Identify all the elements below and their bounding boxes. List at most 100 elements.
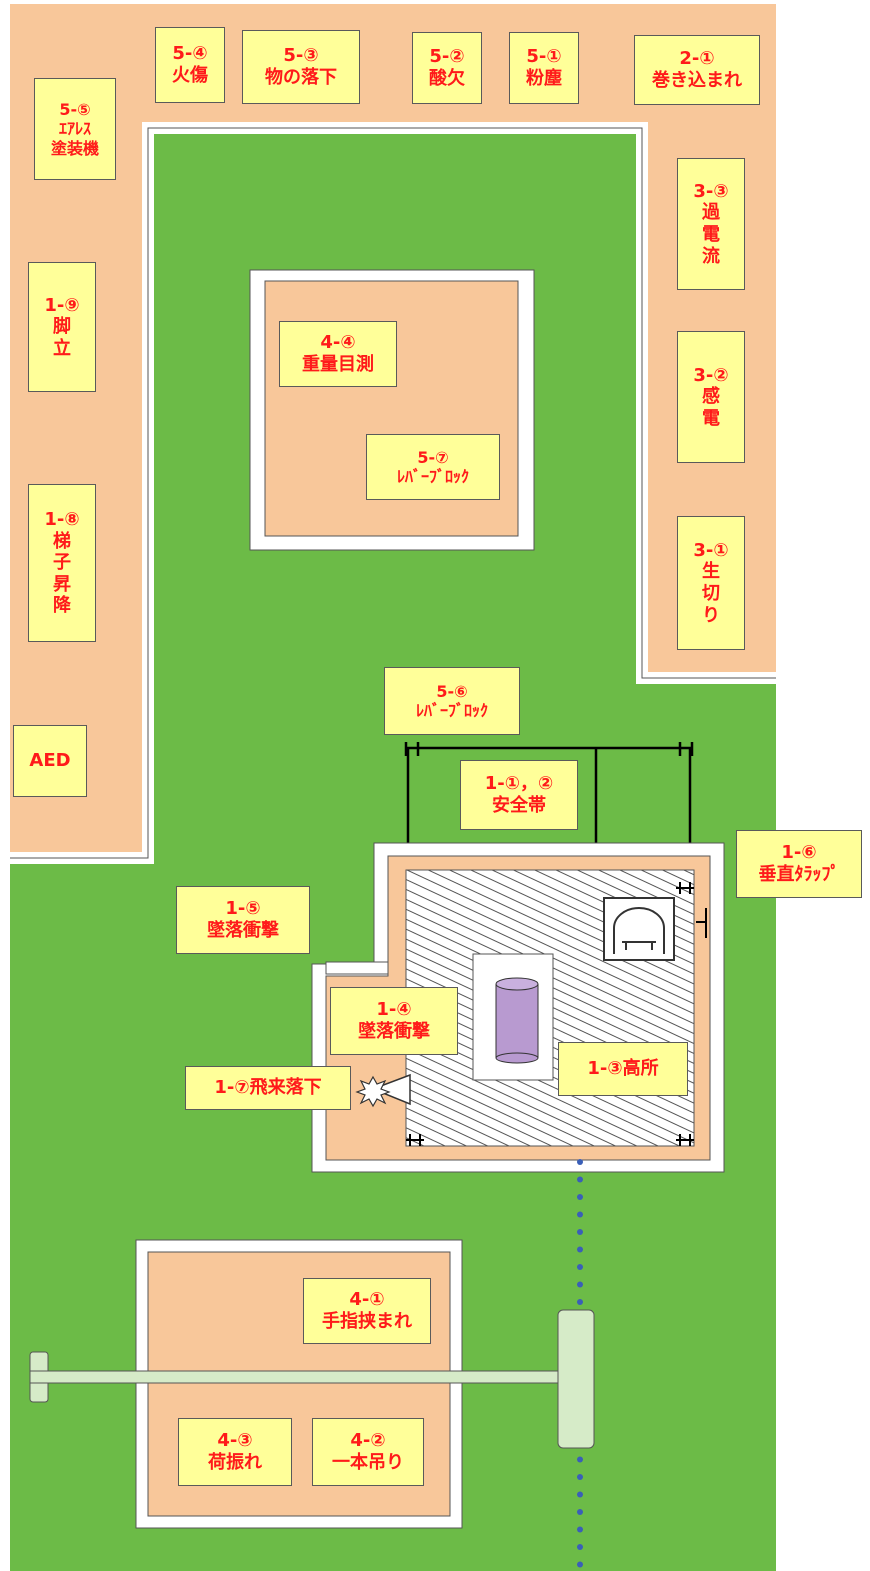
label-1-6-text: 垂直ﾀﾗｯﾌﾟ: [758, 864, 840, 885]
label-1-4-fall-impact: 1-④ 墜落衝撃: [330, 987, 458, 1055]
label-3-3-char-3: 流: [702, 245, 720, 267]
manhole: [603, 897, 675, 961]
label-3-2-char-1: 感: [702, 386, 720, 408]
label-1-6-vertical-lifeline: 1-⑥ 垂直ﾀﾗｯﾌﾟ: [736, 830, 862, 898]
rail-dot: [577, 1526, 583, 1533]
label-5-5-airless-sprayer: 5-⑤ ｴｱﾚｽ 塗装機: [34, 78, 116, 180]
label-5-7-code: 5-⑦: [417, 447, 449, 467]
rail-dot: [577, 1211, 583, 1218]
label-1-1-2-code: 1-①，②: [484, 773, 554, 795]
label-5-5-text-1: ｴｱﾚｽ: [58, 119, 91, 139]
label-1-8-code: 1-⑧: [44, 509, 80, 531]
rail-dot: [577, 1474, 583, 1480]
label-1-6-code: 1-⑥: [781, 842, 817, 864]
rail-dot: [577, 1159, 583, 1165]
label-3-1-char-2: 切: [702, 583, 720, 604]
crane-rail: [577, 1159, 583, 1568]
label-1-3-text: 1-③高所: [587, 1058, 659, 1080]
label-5-5-code: 5-⑤: [59, 100, 91, 120]
label-5-6-code: 5-⑥: [436, 681, 468, 701]
label-3-2-char-2: 電: [702, 407, 720, 429]
label-5-1-text: 粉塵: [526, 68, 562, 89]
label-3-1-code: 3-①: [693, 539, 729, 561]
rail-dot: [577, 1456, 583, 1463]
label-1-9-code: 1-⑨: [44, 294, 80, 316]
label-4-1-code: 4-①: [349, 1289, 385, 1311]
label-1-9-char-1: 脚: [53, 316, 71, 338]
label-5-1-dust: 5-① 粉塵: [509, 32, 579, 104]
label-3-1-char-3: り: [702, 604, 720, 626]
label-4-2-text: 一本吊り: [332, 1452, 404, 1473]
rail-dot: [577, 1194, 583, 1200]
label-5-3-falling-objects: 5-③ 物の落下: [242, 30, 360, 104]
label-5-7-text: ﾚﾊﾞｰﾌﾞﾛｯｸ: [396, 467, 469, 486]
rail-dot: [577, 1229, 583, 1235]
falling-object-icon: [355, 1073, 411, 1108]
label-2-1-entanglement: 2-① 巻き込まれ: [634, 35, 760, 105]
label-3-3-char-1: 過: [702, 202, 720, 224]
label-1-1-2-text: 安全帯: [492, 795, 546, 816]
label-4-2-single-point-lift: 4-② 一本吊り: [312, 1418, 424, 1486]
label-5-3-code: 5-③: [283, 45, 319, 67]
edge-gap: [0, 798, 10, 1040]
label-1-8-ladder-climbing: 1-⑧ 梯 子 昇 降: [28, 484, 96, 642]
label-4-3-text: 荷振れ: [208, 1452, 262, 1473]
rail-dot: [577, 1561, 583, 1568]
label-1-7-text: 1-⑦飛来落下: [214, 1077, 322, 1099]
label-4-4-weight-estimation: 4-④ 重量目測: [279, 321, 397, 387]
label-5-6-lever-block: 5-⑥ ﾚﾊﾞｰﾌﾞﾛｯｸ: [384, 667, 520, 735]
label-5-5-text-2: 塗装機: [50, 138, 99, 158]
label-1-4-text: 墜落衝撃: [358, 1021, 430, 1042]
label-1-1-2-safety-harness: 1-①，② 安全帯: [460, 760, 578, 830]
label-3-2-code: 3-②: [693, 364, 729, 386]
rail-dot: [577, 1246, 583, 1253]
label-4-3-load-swing: 4-③ 荷振れ: [178, 1418, 292, 1486]
label-1-5-text: 墜落衝撃: [207, 920, 279, 941]
label-1-5-fall-impact: 1-⑤ 墜落衝撃: [176, 886, 310, 954]
label-1-3-high-place: 1-③高所: [558, 1042, 688, 1096]
overhead-crane: [29, 1309, 595, 1449]
label-4-3-code: 4-③: [217, 1430, 253, 1452]
label-3-1-char-1: 生: [702, 561, 720, 583]
rail-dot: [577, 1509, 583, 1515]
purple-tank: [495, 977, 539, 1064]
label-3-2-electric-shock: 3-② 感 電: [677, 331, 745, 463]
label-3-1-live-wire: 3-① 生 切 り: [677, 516, 745, 650]
rail-dot: [577, 1491, 583, 1498]
label-4-1-text: 手指挟まれ: [322, 1311, 412, 1332]
label-4-4-code: 4-④: [320, 332, 356, 354]
rail-dot: [577, 1264, 583, 1270]
label-2-1-code: 2-①: [679, 48, 715, 70]
label-5-1-code: 5-①: [526, 46, 562, 68]
label-5-2-text: 酸欠: [429, 68, 465, 89]
vertical-lifeline-anchor: [696, 908, 707, 938]
label-3-3-overcurrent: 3-③ 過 電 流: [677, 158, 745, 290]
label-5-4-code: 5-④: [172, 43, 208, 65]
label-2-1-text: 巻き込まれ: [652, 70, 742, 91]
label-5-2-oxygen-deficiency: 5-② 酸欠: [412, 32, 482, 104]
label-4-2-code: 4-②: [350, 1430, 386, 1452]
label-5-4-text: 火傷: [172, 65, 208, 86]
rail-dot: [577, 1176, 583, 1183]
label-1-9-char-2: 立: [53, 337, 71, 359]
label-5-2-code: 5-②: [429, 46, 465, 68]
label-3-3-code: 3-③: [693, 180, 729, 202]
label-1-5-code: 1-⑤: [225, 898, 261, 920]
label-1-8-char-2: 子: [53, 552, 71, 574]
label-5-6-text: ﾚﾊﾞｰﾌﾞﾛｯｸ: [415, 701, 488, 720]
label-4-4-text: 重量目測: [302, 354, 374, 375]
label-aed: AED: [13, 725, 87, 797]
rail-dot: [577, 1299, 583, 1305]
label-1-4-code: 1-④: [376, 999, 412, 1021]
label-aed-text: AED: [29, 750, 71, 772]
label-5-4-burns: 5-④ 火傷: [155, 27, 225, 103]
label-4-1-finger-pinching: 4-① 手指挟まれ: [303, 1278, 431, 1344]
label-5-7-lever-block: 5-⑦ ﾚﾊﾞｰﾌﾞﾛｯｸ: [366, 434, 500, 500]
label-1-8-char-4: 降: [53, 595, 71, 617]
label-3-3-char-2: 電: [702, 224, 720, 245]
rail-dot: [577, 1281, 583, 1288]
rail-dot: [577, 1544, 583, 1550]
label-1-9-stepladder: 1-⑨ 脚 立: [28, 262, 96, 392]
label-5-3-text: 物の落下: [265, 67, 337, 88]
label-1-8-char-1: 梯: [53, 530, 71, 552]
